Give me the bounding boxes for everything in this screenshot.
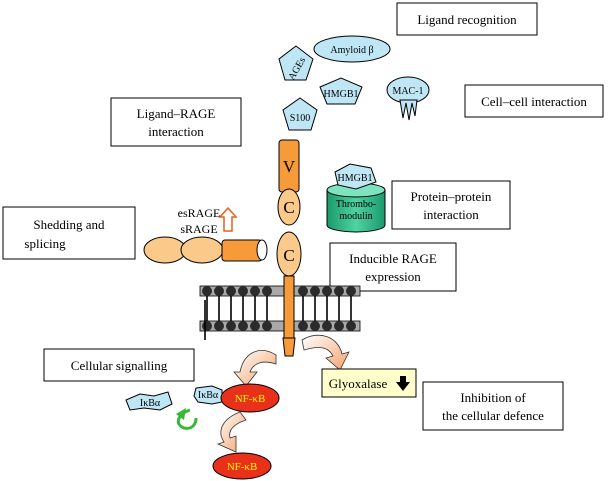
free-ikba-label: IκBα	[140, 398, 161, 409]
inducible-label-line1: Inducible RAGE	[349, 251, 437, 266]
protein-protein-label-line1: Protein–protein	[411, 189, 492, 204]
lipid-head-top	[226, 286, 236, 296]
lipid-head-bottom	[346, 321, 356, 331]
lipid-head-bottom	[226, 321, 236, 331]
up-arrow-icon	[218, 206, 238, 232]
ligand-rage-interaction-box: Ligand–RAGE interaction	[110, 97, 242, 147]
lipid-head-top	[238, 286, 248, 296]
ligand-rage-label-line2: interaction	[148, 124, 204, 139]
protein-protein-label-line2: interaction	[423, 207, 479, 222]
inhibition-box: Inhibition of the cellular defence	[422, 381, 564, 431]
v-domain: V	[278, 139, 300, 193]
nfkb-cytoplasm: NF-κB	[220, 383, 280, 413]
amyloid-beta-ligand: Amyloid β	[313, 35, 391, 63]
hmgb1-lower-label: HMGB1	[337, 173, 372, 184]
thrombomodulin-label-line1: Thrombo-	[336, 199, 377, 210]
shedding-splicing-box: Shedding and splicing	[2, 206, 136, 260]
mac1-ligand: MAC-1	[386, 76, 430, 121]
green-release-arrow-icon	[176, 408, 198, 430]
shedding-label-line1: Shedding and	[33, 217, 105, 232]
c2-domain: C	[276, 231, 302, 277]
c1-domain-label: C	[283, 198, 294, 217]
lipid-head-bottom	[262, 321, 272, 331]
lipid-head-top	[346, 286, 356, 296]
inducible-label-line2: expression	[365, 269, 421, 284]
protein-protein-interaction-box: Protein–protein interaction	[391, 180, 511, 230]
lipid-head-top	[262, 286, 272, 296]
nfkb-cytoplasm-label: NF-κB	[235, 393, 266, 405]
curved-arrow-to-glyoxalase-icon	[301, 334, 350, 371]
c1-domain: C	[277, 188, 301, 226]
s100-ligand: S100	[282, 97, 318, 131]
lipid-head-top	[214, 286, 224, 296]
curved-arrow-to-nucleus-icon	[216, 411, 247, 453]
glyoxalase-box: Glyoxalase	[321, 368, 417, 398]
thrombomodulin-cylinder: Thrombo- modulin	[326, 182, 386, 233]
ligand-recognition-label: Ligand recognition	[417, 12, 517, 27]
inducible-rage-expression-box: Inducible RAGE expression	[329, 242, 457, 292]
lipid-head-bottom	[310, 321, 320, 331]
cell-membrane	[199, 285, 361, 340]
lipid-head-bottom	[334, 321, 344, 331]
srage-label: sRAGE	[180, 222, 217, 236]
free-ikba-protein: IκBα	[125, 391, 173, 411]
lipid-head-bottom	[250, 321, 260, 331]
lipid-head-top	[202, 286, 212, 296]
amyloid-label: Amyloid β	[330, 45, 373, 56]
lipid-head-bottom	[214, 321, 224, 331]
nfkb-nucleus-label: NF-κB	[227, 461, 258, 473]
bound-ikba-protein: IκBα	[193, 385, 223, 405]
lipid-head-top	[334, 286, 344, 296]
lipid-head-top	[250, 286, 260, 296]
v-domain-label: V	[283, 157, 296, 176]
inhibition-label-line2: the cellular defence	[442, 408, 544, 423]
ligand-recognition-box: Ligand recognition	[396, 2, 538, 36]
mac1-label: MAC-1	[392, 86, 423, 97]
lipid-head-bottom	[202, 321, 212, 331]
nfkb-nucleus: NF-κB	[212, 452, 272, 480]
cellular-signalling-label: Cellular signalling	[71, 358, 168, 373]
curved-arrow-to-nfkb-icon	[233, 350, 277, 387]
glyoxalase-label: Glyoxalase	[329, 376, 388, 391]
rage-transmembrane-tail	[282, 275, 296, 357]
shedding-label-line2: splicing	[24, 236, 66, 251]
lipid-head-top	[322, 286, 332, 296]
hmgb1-top-ligand: HMGB1	[319, 77, 363, 105]
bound-ikba-label: IκBα	[198, 390, 219, 401]
c2-domain-label: C	[283, 246, 294, 265]
cellular-signalling-box: Cellular signalling	[43, 348, 195, 382]
esrage-label: esRAGE	[178, 206, 221, 220]
lipid-head-top	[298, 286, 308, 296]
soluble-rage	[143, 236, 268, 264]
lipid-head-top	[310, 286, 320, 296]
cell-cell-label: Cell–cell interaction	[481, 94, 587, 109]
hmgb1-top-label: HMGB1	[323, 89, 358, 100]
lipid-head-bottom	[322, 321, 332, 331]
lipid-head-bottom	[238, 321, 248, 331]
thrombomodulin-label-line2: modulin	[339, 211, 372, 222]
ligand-rage-label-line1: Ligand–RAGE	[137, 106, 216, 121]
hmgb1-lower-ligand: HMGB1	[334, 163, 377, 190]
inhibition-label-line1: Inhibition of	[460, 390, 526, 405]
down-arrow-icon	[396, 376, 410, 391]
lipid-head-bottom	[298, 321, 308, 331]
membrane-lipid-heads	[202, 286, 356, 340]
cell-cell-interaction-box: Cell–cell interaction	[464, 84, 604, 118]
s100-label: S100	[290, 113, 311, 124]
ages-ligand: AGEs	[278, 45, 314, 82]
